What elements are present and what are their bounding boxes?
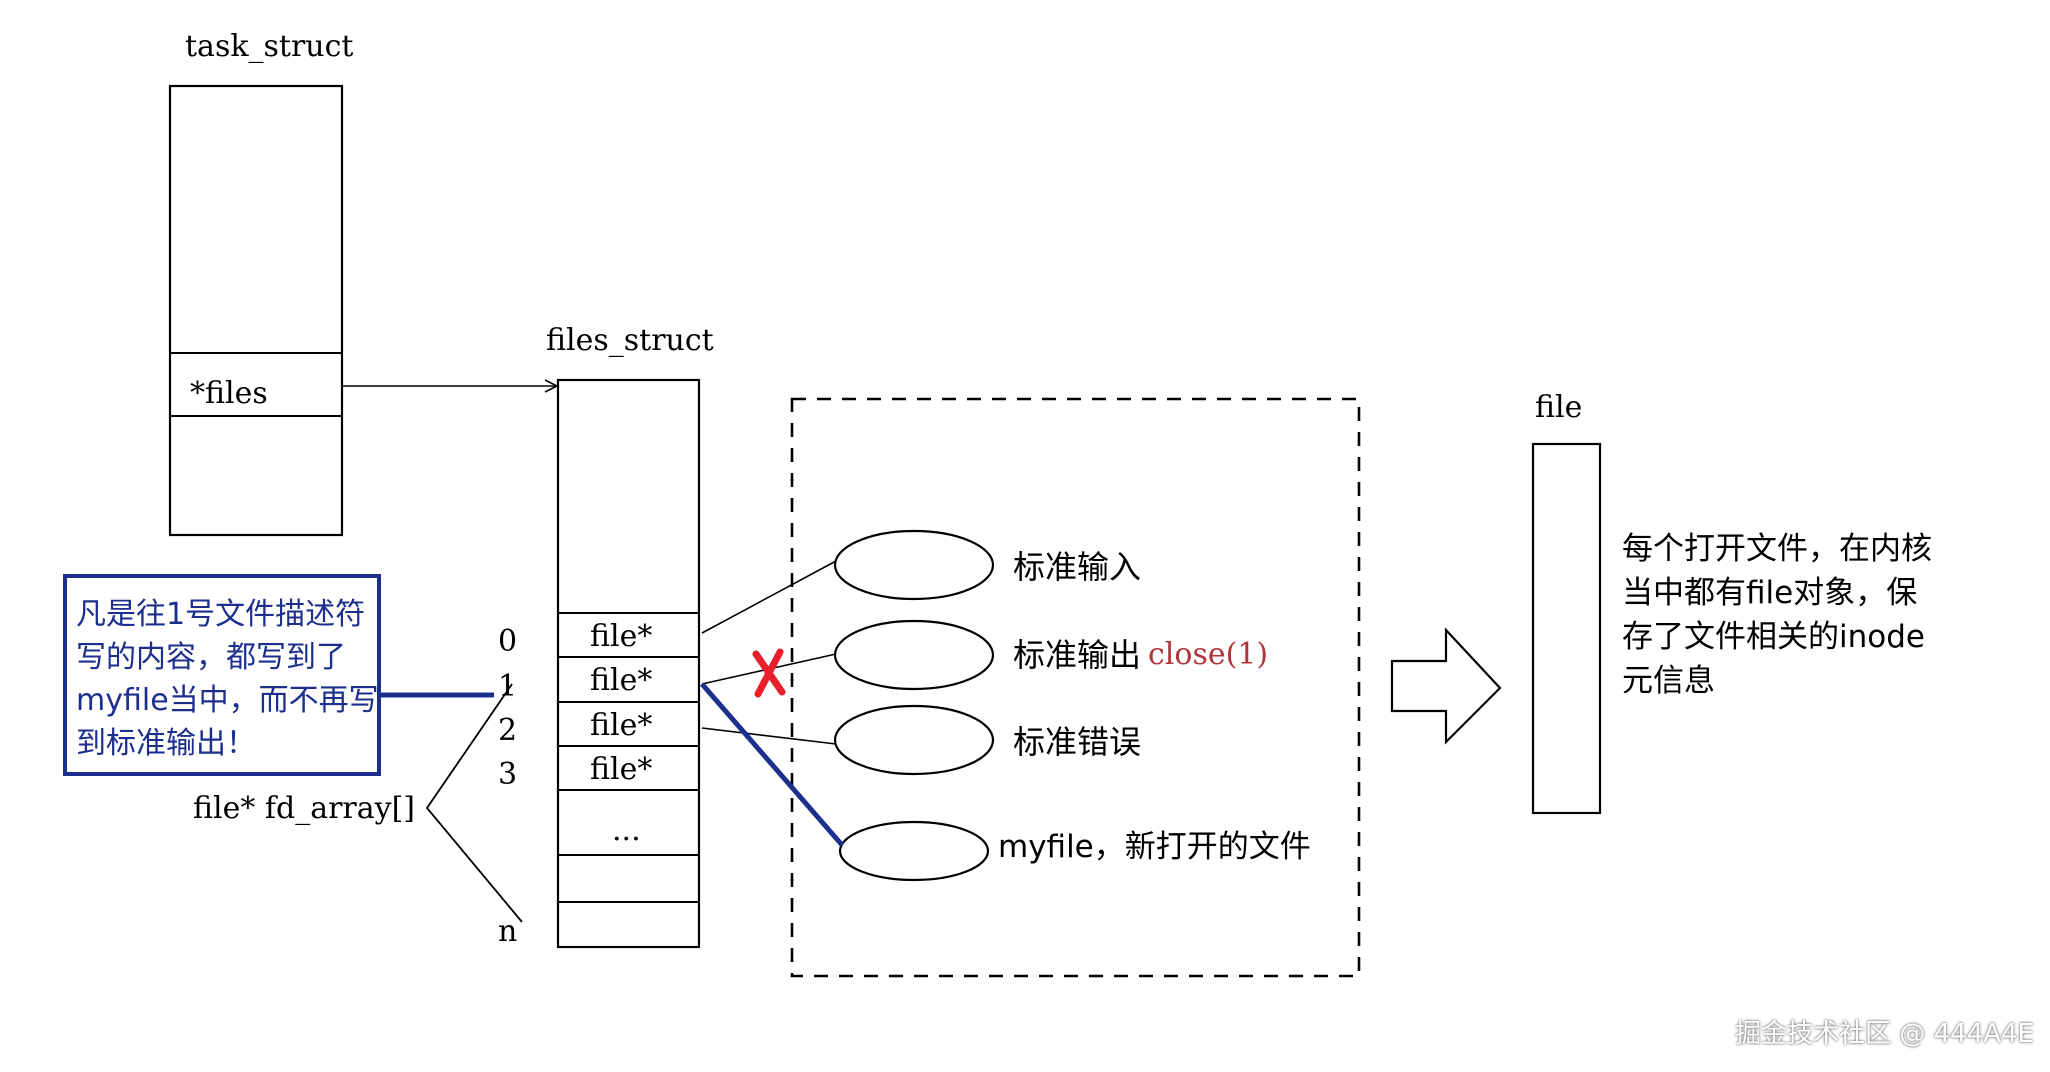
fd-index-2: 2 [498,713,517,748]
myfile-label: myfile，新打开的文件 [998,829,1311,865]
fd-slot-ellipsis: ... [612,813,641,848]
note-line-1: 凡是往1号文件描述符 [76,597,365,632]
watermark-text: 掘金技术社区 @ 444A4E [1735,1019,2034,1049]
stdout-file-node [833,619,995,691]
fd1-to-myfile-line [700,682,844,847]
file-object-box [1531,442,1602,815]
fd-slot-3: file* [590,752,652,787]
big-right-arrow-icon [1390,627,1502,745]
fd2-to-stderr-line [701,727,837,745]
note-line-2: 写的内容，都写到了 [76,640,346,675]
fd-index-3: 3 [498,757,517,792]
file-desc-line-3: 存了文件相关的inode [1622,619,1925,655]
files-struct-box [556,378,701,949]
stderr-file-node [833,704,995,776]
files-field-label: *files [190,376,268,411]
file-desc-line-2: 当中都有file对象，保 [1622,575,1917,611]
task-struct-title: task_struct [185,29,354,64]
files-struct-title: files_struct [546,323,714,358]
close-call-label: close(1) [1148,637,1268,672]
myfile-node [838,820,990,882]
stdin-label: 标准输入 [1013,548,1141,586]
open-files-region [790,397,1361,978]
stdout-label: 标准输出 [1013,636,1141,674]
fd-index-n: n [498,914,517,949]
note-box [63,574,381,776]
stderr-label: 标准错误 [1013,723,1141,761]
note-line-3: myfile当中，而不再写 [76,683,379,718]
file-desc-line-4: 元信息 [1622,663,1715,699]
note-line-4: 到标准输出！ [76,726,256,761]
fd-slot-0: file* [590,619,652,654]
fd-slot-2: file* [590,708,652,743]
fd-index-1: 1 [498,669,517,704]
cross-mark-icon [752,648,786,698]
stdin-file-node [833,529,995,601]
file-object-title: file [1535,390,1582,425]
fd-array-bracket [425,683,523,923]
fd-slot-1: file* [590,663,652,698]
fd-index-0: 0 [498,624,517,659]
fd-array-label: file* fd_array[] [193,791,415,826]
fd0-to-stdin-line [701,560,837,634]
file-desc-line-1: 每个打开文件，在内核 [1622,531,1932,567]
task-struct-box [168,84,344,537]
